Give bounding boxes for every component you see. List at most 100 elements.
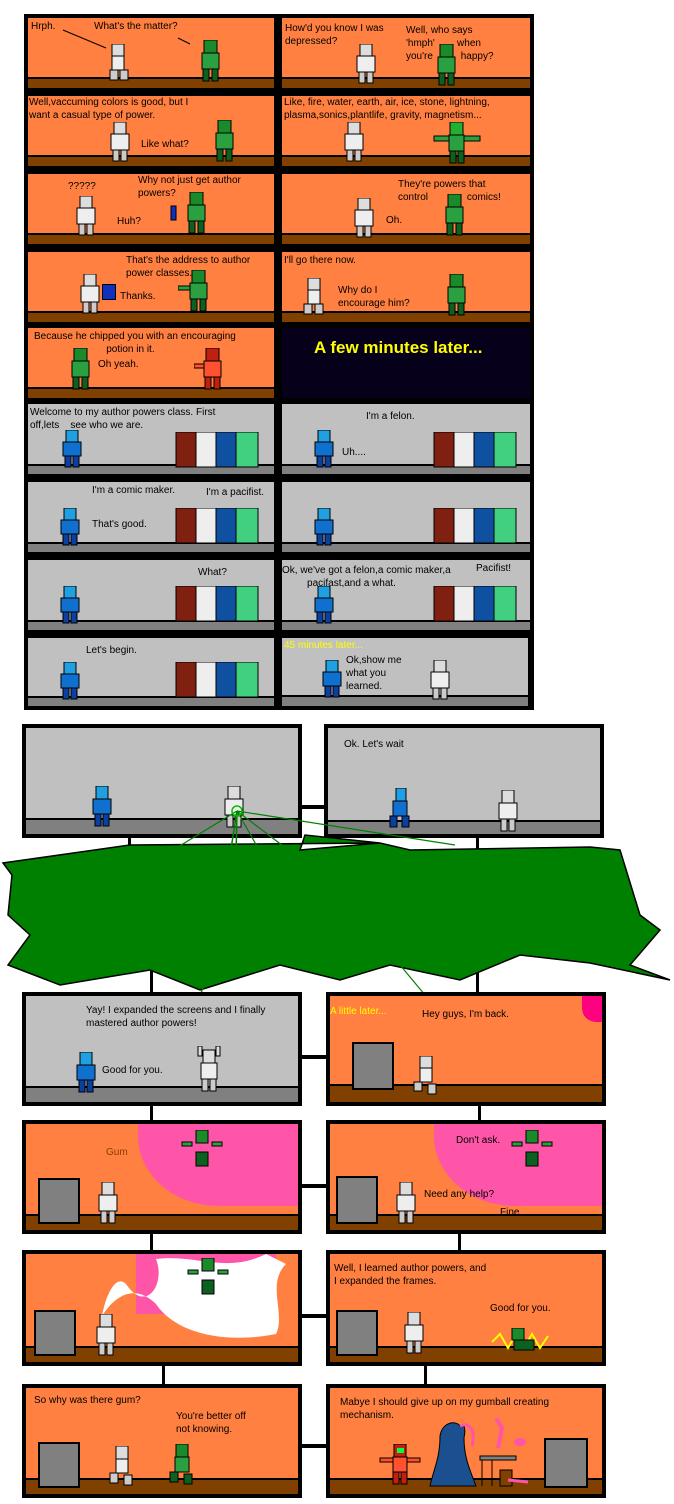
speech: Let's begin. (86, 645, 137, 656)
character-blue-teacher (314, 430, 334, 468)
panel-2: How'd you know I was depressed? Well, wh… (282, 18, 530, 88)
speech: Why do I encourage him? (338, 285, 410, 309)
speech: Welcome to my author powers class. First… (30, 407, 216, 431)
panel-4: Like, fire, water, earth, air, ice, ston… (282, 96, 530, 166)
door (34, 1310, 76, 1356)
connector (458, 1232, 461, 1250)
character-white (109, 44, 129, 81)
speech: Like, fire, water, earth, air, ice, ston… (284, 97, 490, 121)
expanded-panel-8: Well, I learned author powers, and I exp… (326, 1250, 606, 1366)
panel-5: ????? Why not just get author powers? Hu… (28, 174, 274, 244)
speech: You're better off not knowing. (176, 1411, 246, 1435)
speech: Good for you. (490, 1303, 551, 1314)
character-green-pointing (178, 270, 208, 312)
character-red (194, 348, 222, 390)
speech: Well, who says 'hmph' when you're happy? (406, 25, 494, 62)
speech: Why not just get author powers? (138, 175, 241, 199)
character-blue-teacher (76, 1052, 96, 1093)
speech: So why was there gum? (34, 1395, 141, 1406)
character-white (430, 660, 450, 700)
expanded-panel-6: Don't ask. Need any help? Fine. (326, 1120, 606, 1234)
speech: I'm a pacifist. (206, 487, 265, 498)
expanded-panel-9: So why was there gum? You're better off … (22, 1384, 302, 1498)
caption: A few minutes later... (314, 338, 483, 357)
character-green-stuck (181, 1130, 223, 1167)
character-white (404, 1312, 424, 1354)
speech: They're powers that control comics! (398, 179, 501, 203)
character-group (175, 586, 259, 622)
connector (300, 1184, 328, 1188)
speech: Mabye I should give up on my gumball cre… (340, 1397, 550, 1421)
caption: 45 minutes later... (284, 640, 363, 651)
speech: I'll go there now. (284, 255, 356, 266)
door (544, 1438, 588, 1488)
panel-7: That's the address to author power class… (28, 252, 274, 322)
door (352, 1042, 394, 1090)
character-white-walking (109, 1446, 133, 1486)
connector (478, 1103, 481, 1121)
character-green (447, 274, 466, 316)
character-white (76, 196, 96, 236)
character-white (80, 274, 100, 314)
expanded-panel-4: A little later... Hey guys, I'm back. (326, 992, 606, 1106)
connector (150, 965, 153, 993)
connector (162, 1366, 165, 1384)
gumball-machine (429, 1418, 529, 1487)
character-green (201, 40, 220, 82)
character-blue-teacher (62, 430, 82, 468)
character-green-holding-card (170, 192, 206, 234)
speech: I'm a felon. (366, 411, 415, 422)
door (336, 1176, 378, 1224)
expanded-panel-5: Gum (22, 1120, 302, 1234)
panel-16: Ok, we've got a felon,a comic maker,a pa… (282, 560, 530, 630)
door (38, 1442, 80, 1488)
speech: What's the matter? (94, 21, 178, 32)
speech: That's the address to author power class… (126, 255, 251, 279)
speech: What? (198, 567, 227, 578)
character-green (445, 194, 464, 236)
speech: Need any help? (424, 1189, 495, 1200)
connector (300, 805, 325, 809)
connector (128, 836, 131, 850)
connector (300, 1314, 328, 1318)
character-group (433, 432, 517, 468)
panel-8: I'll go there now. Why do I encourage hi… (282, 252, 530, 322)
expanded-panel-7 (22, 1250, 302, 1366)
connector (424, 1366, 427, 1384)
panel-10-caption: A few minutes later... (282, 328, 530, 398)
character-white (354, 198, 374, 238)
character-white (396, 1182, 416, 1224)
character-blue-teacher (60, 508, 80, 546)
character-blue-teacher (322, 660, 342, 698)
character-white (96, 1314, 116, 1356)
speech: Yay! I expanded the screens and I finall… (86, 1005, 266, 1029)
character-group (433, 508, 517, 544)
character-group (175, 432, 259, 468)
panel-6: They're powers that control comics! Oh. (282, 174, 530, 244)
character-red-arms-out (379, 1444, 421, 1485)
character-green-walking (169, 1444, 193, 1485)
expanded-panel-10: Mabye I should give up on my gumball cre… (326, 1384, 606, 1498)
speech: Uh.... (342, 447, 366, 458)
connector (300, 1444, 328, 1448)
speech: Well,vaccuming colors is good, but I wan… (29, 97, 189, 121)
expanded-panel-1 (22, 724, 302, 838)
connector (476, 965, 479, 993)
speech: That's good. (92, 519, 147, 530)
expanded-panel-2: Ok. Let's wait (324, 724, 604, 838)
panel-1: Hrph. What's the matter? (28, 18, 274, 88)
character-green (215, 120, 234, 162)
character-green (437, 44, 456, 86)
character-group (175, 508, 259, 544)
speech: Hrph. (31, 21, 56, 32)
speech: Ok. Let's wait (344, 739, 404, 750)
speech: I'm a comic maker. (92, 485, 176, 496)
speech: Huh? (117, 216, 141, 227)
panel-15: What? (28, 560, 274, 630)
character-white (498, 790, 518, 832)
panel-13: I'm a comic maker. I'm a pacifist. That'… (28, 482, 274, 552)
speech: Fine. (500, 1207, 523, 1218)
door (38, 1178, 80, 1224)
panel-12: I'm a felon. Uh.... (282, 404, 530, 474)
door (336, 1310, 378, 1356)
